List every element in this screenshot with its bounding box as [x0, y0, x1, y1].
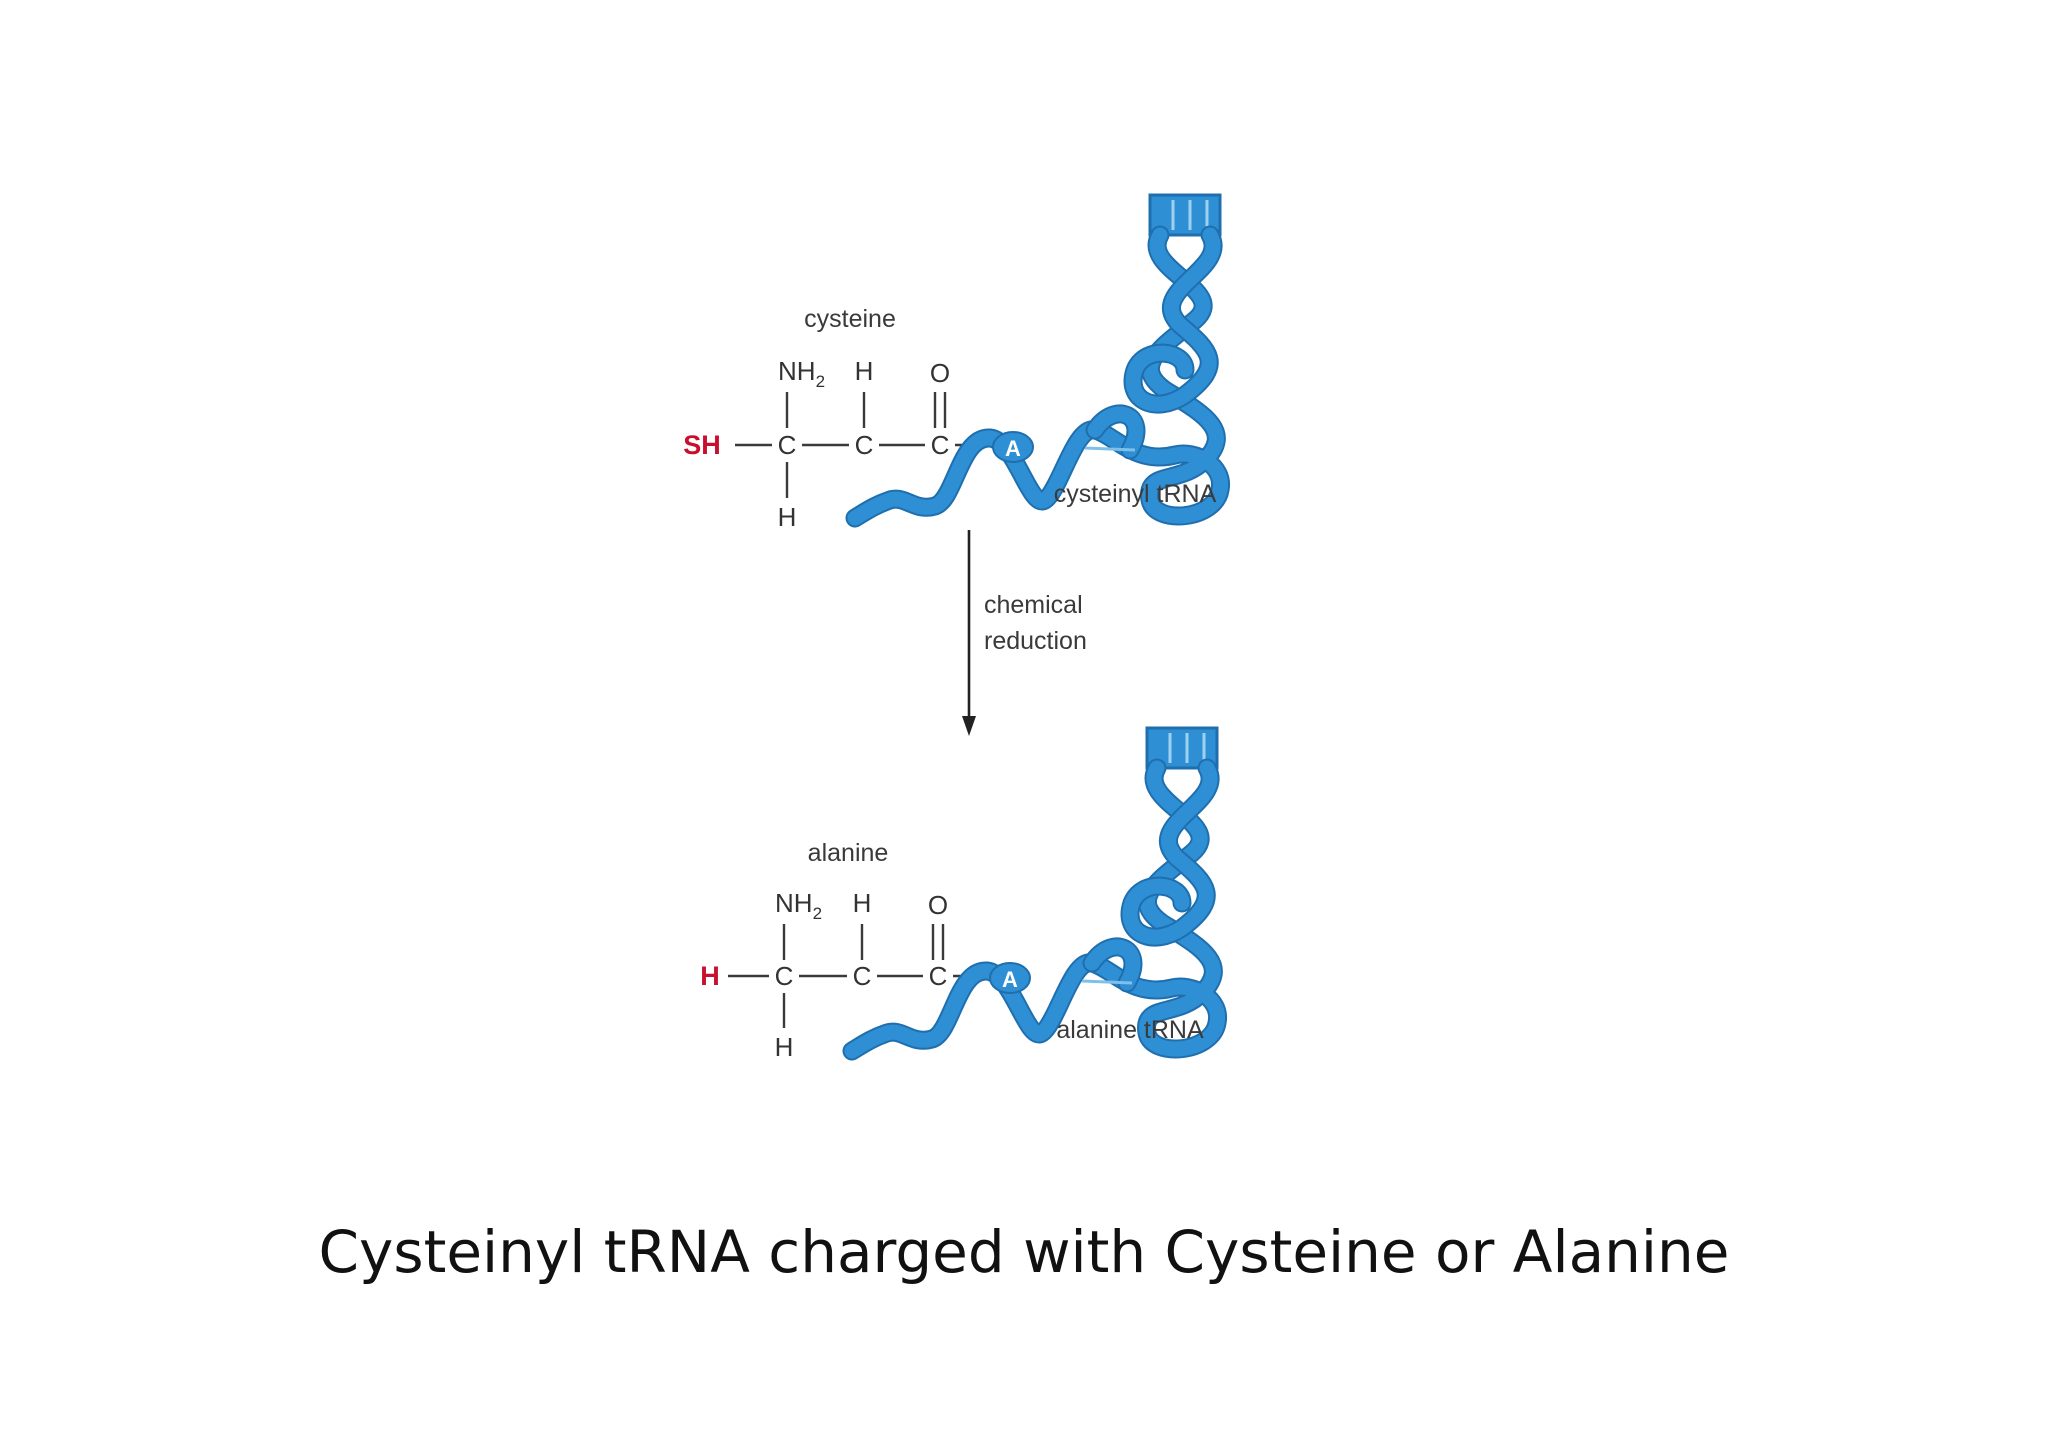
carbonyl-oxygen: O [928, 890, 948, 920]
slide-caption: Cysteinyl tRNA charged with Cysteine or … [318, 1218, 1730, 1286]
beta-carbon: C [775, 961, 794, 991]
adenosine-icon: A [1005, 436, 1021, 461]
arrow-label-line1: chemical [984, 591, 1083, 619]
thiol-group: SH [683, 430, 721, 460]
cysteine-panel: cysteine NH2 H O SH C C C H A cysteinyl … [683, 195, 1220, 532]
alanine-trna-shape [852, 728, 1218, 1051]
arrow-label-line2: reduction [984, 627, 1087, 655]
carbonyl-oxygen: O [930, 358, 950, 388]
cysteine-label: cysteine [804, 305, 896, 333]
carbonyl-carbon: C [931, 430, 950, 460]
amine-group: NH2 [778, 356, 825, 391]
alanine-trna-label: alanine tRNA [1056, 1016, 1204, 1044]
beta-carbon: C [778, 430, 797, 460]
hydrogen-group: H [700, 961, 720, 991]
carbonyl-carbon: C [929, 961, 948, 991]
alpha-carbon: C [853, 961, 872, 991]
beta-hydrogen: H [775, 1032, 794, 1062]
beta-hydrogen: H [778, 502, 797, 532]
cysteinyl-trna-shape [855, 195, 1221, 518]
cysteinyl-trna-label: cysteinyl tRNA [1054, 480, 1217, 508]
alpha-hydrogen: H [853, 888, 872, 918]
alanine-label: alanine [808, 839, 889, 867]
reduction-arrow: chemical reduction [962, 530, 1087, 736]
amine-group: NH2 [775, 888, 822, 923]
alanine-panel: alanine NH2 H O H C C C H A alanine tRNA [700, 728, 1217, 1062]
alpha-hydrogen: H [855, 356, 874, 386]
alpha-carbon: C [855, 430, 874, 460]
adenosine-icon: A [1002, 967, 1018, 992]
